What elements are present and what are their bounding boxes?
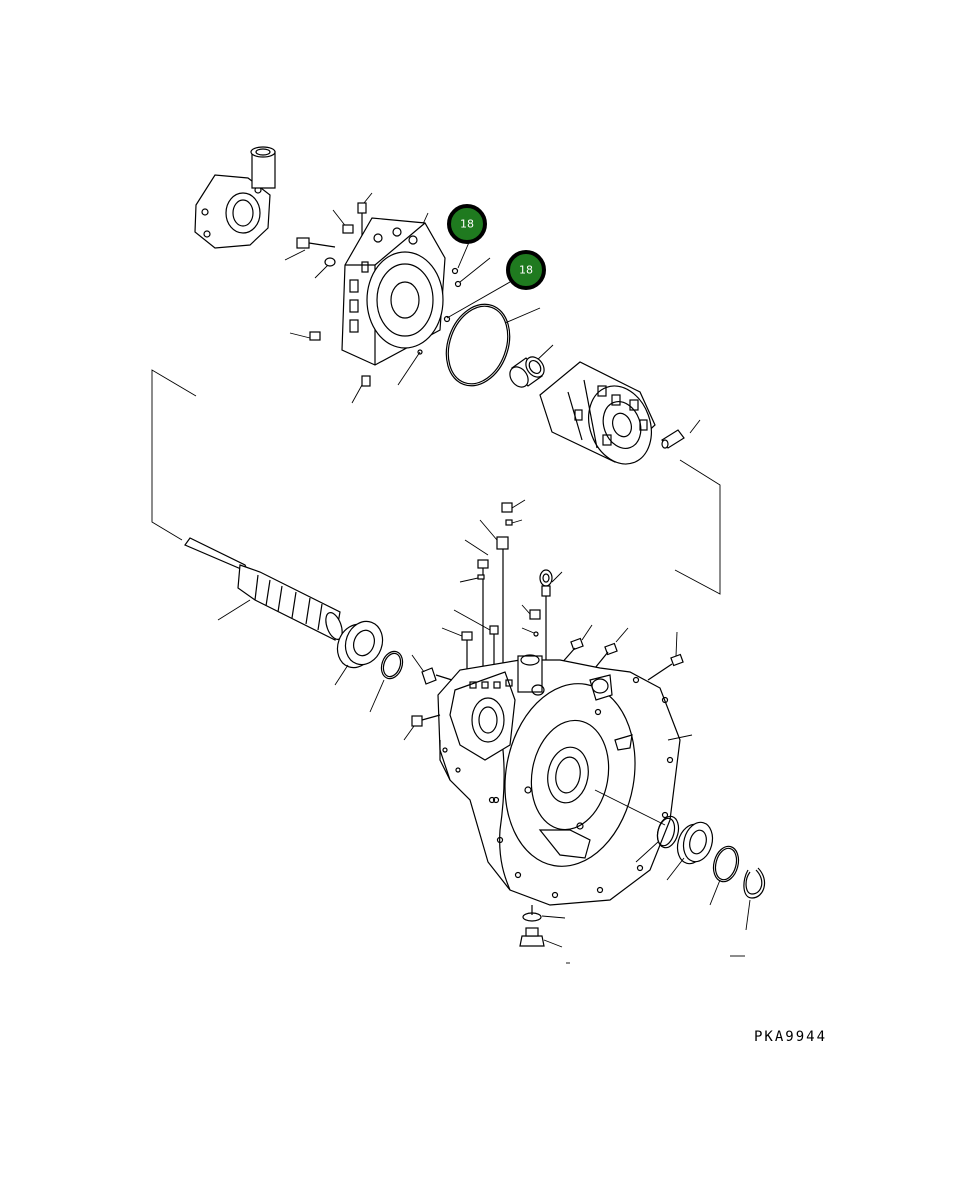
callout-18-upper[interactable]: 18 [447, 204, 487, 244]
small-pins [443, 267, 462, 323]
housing-right-bolts [559, 624, 684, 681]
upper-small-bolts [296, 202, 371, 387]
drive-shaft [184, 537, 343, 641]
oil-seal [594, 789, 766, 931]
large-o-ring [445, 303, 511, 387]
pin [661, 429, 685, 449]
housing-top-bolts [441, 499, 563, 700]
end-cover-valve-block [341, 217, 446, 366]
pump-housing [437, 654, 693, 906]
bearing [334, 620, 384, 686]
connection-lines [151, 369, 721, 595]
bushing [509, 356, 545, 388]
cylinder-block [539, 361, 656, 465]
drawing-code: PKA9944 [754, 1029, 827, 1045]
callout-18-lower[interactable]: 18 [506, 250, 546, 290]
snap-ring [369, 650, 404, 713]
elbow-flange-fitting [194, 146, 276, 249]
side-plug [403, 654, 453, 741]
drain-plug [519, 905, 745, 964]
